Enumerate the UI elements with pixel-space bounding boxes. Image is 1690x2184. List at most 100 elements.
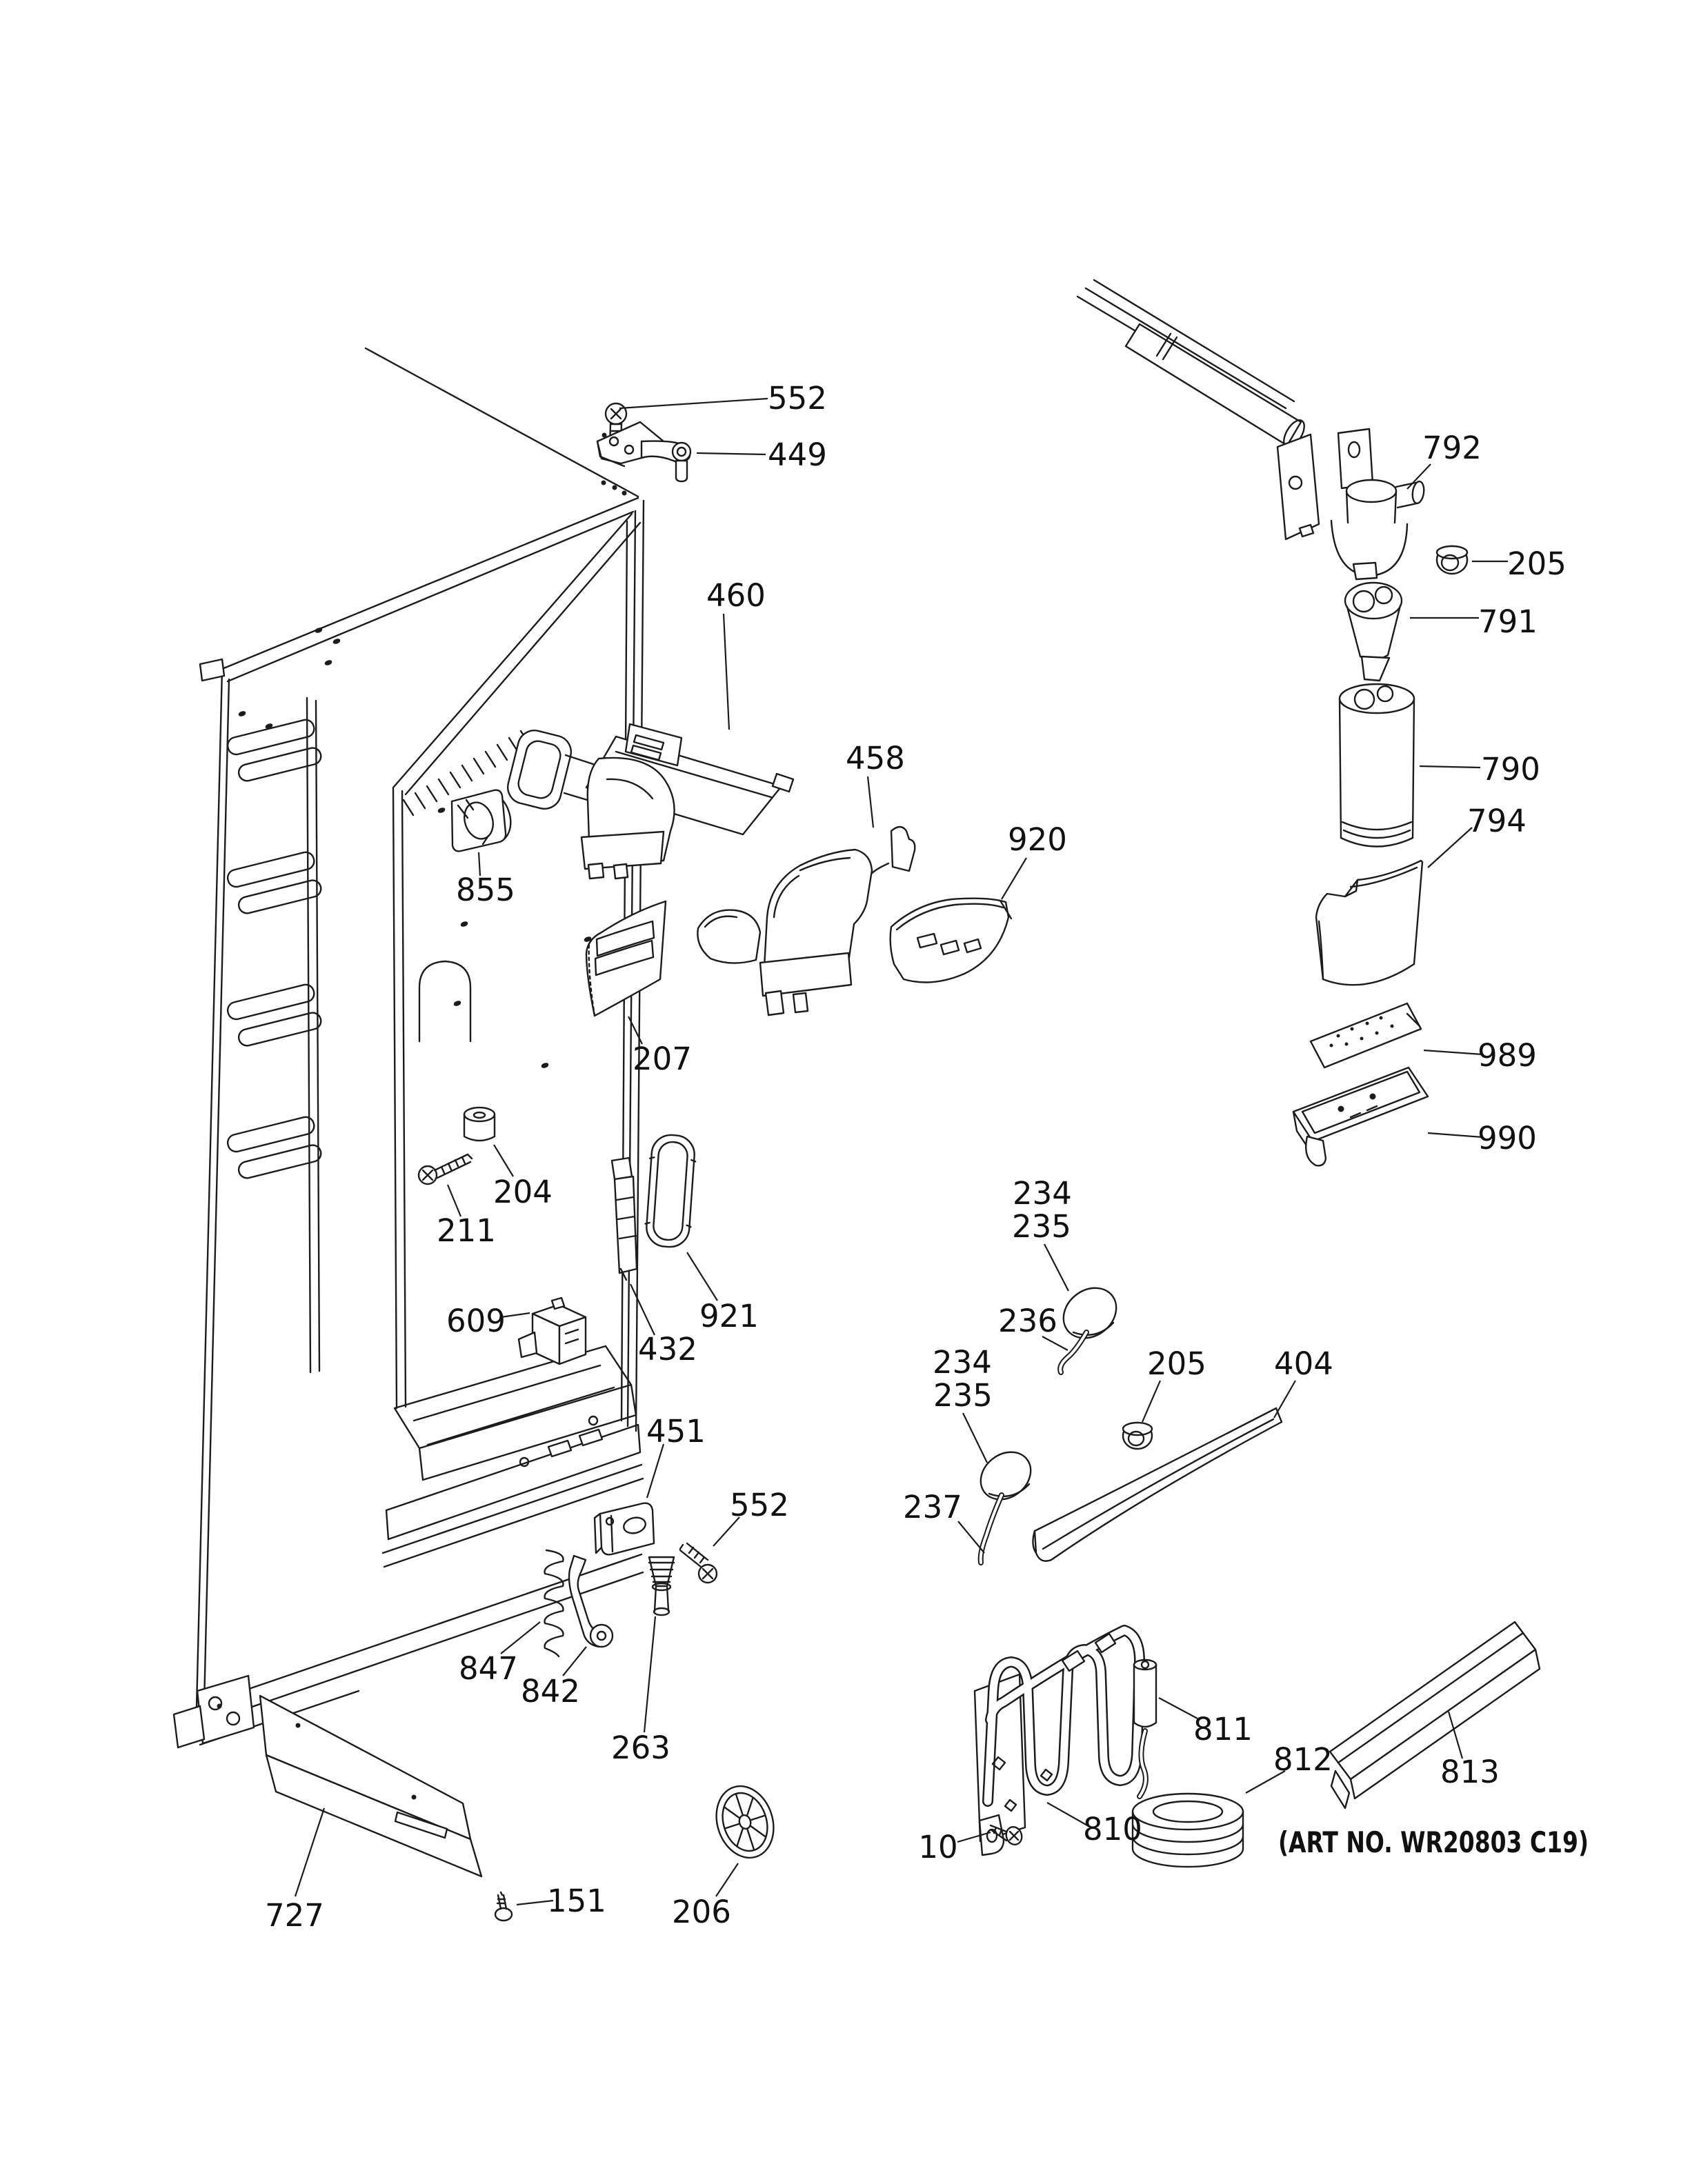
shelf-ribs [226,719,322,1179]
part-792-water-valve [1076,279,1425,581]
label-552-top: 552 [768,380,827,417]
part-234-235-sensor-lower [977,1451,1032,1565]
part-211-screw [417,1153,473,1185]
part-921-gasket [644,1134,697,1248]
duct-latch [771,772,795,793]
leader-609 [500,1312,530,1319]
label-236: 236 [998,1303,1057,1339]
back-wall-holes [238,480,627,1121]
part-10-screw [989,1824,1023,1845]
leader-204 [493,1144,514,1177]
leader-237 [957,1521,985,1554]
leader-10 [957,1831,991,1843]
leader-810 [1046,1802,1089,1827]
art-number: (ART NO. WR20803 C19) [1278,1825,1589,1859]
label-211: 211 [437,1212,496,1249]
leader-234-235-top [1044,1243,1069,1292]
label-920: 920 [1008,821,1067,858]
label-263: 263 [611,1730,670,1766]
leader-794 [1427,827,1473,868]
duct-left-vent-loop [506,730,573,810]
label-609: 609 [446,1303,506,1339]
label-458: 458 [846,740,905,777]
leader-151 [516,1899,554,1906]
leader-847 [500,1621,541,1654]
leader-451 [646,1443,665,1499]
part-842-lever [568,1554,614,1648]
back-wall-recess [418,960,472,1043]
part-990-filter-tray [1292,1066,1429,1167]
part-794-filter-shroud [1315,859,1424,986]
leader-842 [562,1646,587,1676]
part-451-bracket [593,1502,655,1556]
leader-449 [696,452,766,456]
leader-lines [294,397,1508,1906]
duct-cover-scoop [697,909,762,964]
part-810-evaporator-tube [973,1625,1146,1856]
leader-855 [477,852,481,876]
part-460-air-duct [506,723,795,880]
leader-207 [628,1016,643,1045]
leader-552-top [619,397,768,410]
label-449: 449 [768,437,827,473]
leader-205-mid [1141,1380,1162,1423]
leader-989 [1423,1049,1483,1056]
label-727: 727 [265,1897,324,1934]
label-990: 990 [1478,1120,1537,1156]
part-458-duct-cover [697,825,916,1016]
cabinet-top-corner-cap [199,658,226,682]
part-811-accumulator [1133,1659,1157,1799]
label-791: 791 [1478,603,1538,640]
part-263-plug [648,1556,675,1616]
label-855: 855 [456,872,515,908]
leader-790 [1419,765,1481,769]
cabinet-floor [381,1345,644,1568]
label-460: 460 [706,577,766,614]
part-206-grille [715,1785,775,1859]
part-920-trim [889,897,1013,983]
label-790: 790 [1481,751,1540,788]
leader-552-mid [713,1516,740,1547]
label-451: 451 [646,1413,706,1450]
leader-234-235-low [962,1412,988,1463]
leader-920 [1001,857,1027,900]
part-552-screw-mid [679,1542,718,1584]
part-989-filter-label [1309,1002,1422,1069]
label-205-right: 205 [1507,545,1567,582]
leader-727 [294,1807,326,1897]
bottom-hinge-plate [196,1674,255,1745]
label-812: 812 [1273,1741,1333,1778]
label-206: 206 [672,1894,731,1930]
part-847-spring [544,1549,564,1658]
label-989: 989 [1478,1037,1537,1074]
leader-263 [643,1616,657,1733]
label-810: 810 [1083,1811,1142,1847]
leader-792 [1406,463,1431,490]
part-205-grommet-mid [1122,1421,1153,1450]
leader-811 [1158,1697,1198,1719]
part-207-cover [585,900,667,1017]
bottom-corner-cap [172,1705,206,1749]
part-813-cover-panel [1329,1621,1541,1810]
leader-206 [715,1863,739,1897]
label-235-top: 235 [1012,1208,1071,1245]
part-609-switch [517,1296,587,1365]
cabinet-interior-edges [306,512,642,1410]
cabinet-bottom-rails [172,1553,644,1749]
label-237: 237 [903,1489,962,1525]
leader-236 [1042,1336,1068,1351]
label-234-low: 234 [933,1344,992,1381]
ceiling-vent-hatch [402,730,532,817]
leader-813 [1447,1711,1464,1759]
part-791-filter-head [1344,581,1403,682]
part-727-kickplate [259,1694,483,1878]
duct-cover-funnel [763,848,873,968]
label-794: 794 [1467,803,1527,839]
part-812-coil [1131,1792,1244,1868]
duct-cover-hook [890,825,916,872]
leader-460 [722,613,730,730]
supply-tube-sleeve [1124,323,1302,447]
leader-404 [1273,1380,1296,1419]
label-847: 847 [459,1650,518,1687]
